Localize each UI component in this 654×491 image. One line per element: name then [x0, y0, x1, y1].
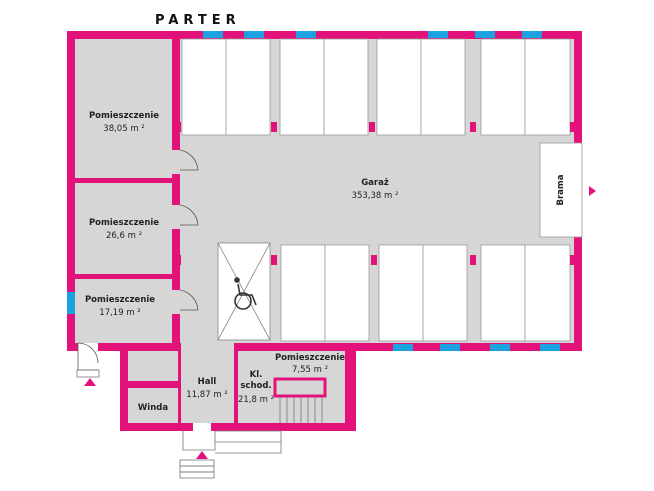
- gate[interactable]: [539, 142, 583, 238]
- entrance-arrow-icon: [84, 378, 96, 386]
- door: [172, 290, 180, 314]
- room-label: Pomieszczenie: [275, 353, 345, 363]
- room-area: 17,19 m ²: [99, 308, 140, 318]
- door: [78, 343, 98, 351]
- spot-cross: [217, 242, 271, 341]
- room-label: Kl. schod.: [240, 370, 272, 391]
- partition-wall: [75, 274, 175, 279]
- room-label: Hall: [198, 377, 217, 387]
- entrance-landing: [182, 431, 216, 451]
- pillars: [175, 122, 576, 265]
- floor-title: PARTER: [155, 13, 241, 28]
- room-label: Winda: [138, 403, 168, 413]
- door-swing: [179, 204, 199, 226]
- room-area: 7,55 m ²: [292, 365, 328, 375]
- door-swing: [179, 289, 199, 311]
- room-area: 26,6 m ²: [106, 231, 142, 241]
- stairs: [279, 397, 323, 423]
- garage-label: Garaż: [361, 178, 389, 188]
- room-label: Pomieszczenie: [85, 295, 155, 305]
- room-area: 11,87 m ²: [186, 390, 227, 400]
- room-label: Pomieszczenie: [89, 111, 159, 121]
- entrance-arrow-icon: [589, 186, 596, 196]
- stair-landing: [273, 377, 327, 398]
- door: [172, 205, 180, 229]
- stairwell-label-box: Kl. schod.: [240, 370, 272, 391]
- entrance-steps: [179, 430, 282, 479]
- garage-area: 353,38 m ²: [352, 191, 399, 201]
- door-swing: [179, 149, 199, 171]
- small-room: [128, 351, 178, 381]
- step: [76, 369, 100, 378]
- gate-label: Brama: [556, 174, 566, 205]
- partition-wall: [75, 178, 175, 183]
- partition-wall: [172, 39, 180, 343]
- room-area: 21,8 m ²: [238, 395, 274, 405]
- parking-spots: [181, 38, 571, 342]
- door: [172, 150, 180, 174]
- wheelchair-icon: [234, 277, 257, 310]
- room-label: Pomieszczenie: [89, 218, 159, 228]
- room-hall: [181, 343, 234, 423]
- entrance-arrow-icon: [196, 451, 208, 459]
- door: [193, 423, 211, 431]
- room-winda: [128, 388, 178, 423]
- room-area: 38,05 m ²: [103, 124, 144, 134]
